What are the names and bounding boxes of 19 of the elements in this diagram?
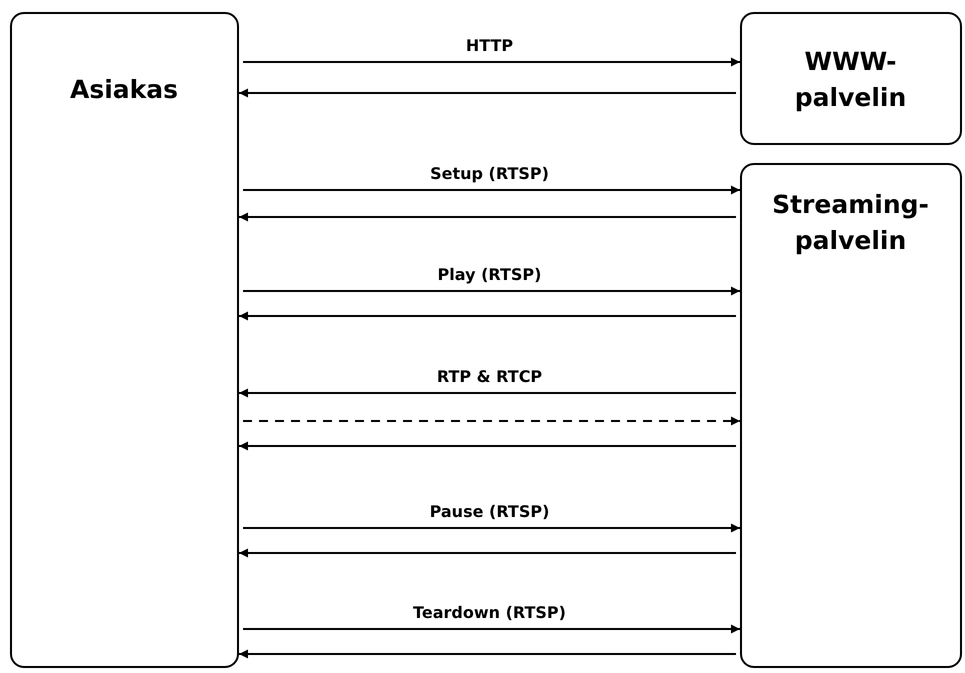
arrow (239, 312, 736, 320)
arrow (243, 286, 740, 296)
arrow (239, 212, 736, 222)
arrow (239, 88, 736, 98)
server-box (10, 12, 239, 668)
arrow (243, 624, 740, 634)
node-title: Streaming-palvelin (771, 189, 930, 257)
server-box (740, 163, 962, 668)
arrow (239, 650, 736, 658)
node-title: WWW-palvelin (794, 46, 908, 114)
arrow (243, 186, 740, 194)
arrow (239, 388, 736, 398)
arrow (243, 416, 740, 426)
arrow (239, 442, 736, 450)
arrow (243, 58, 740, 66)
arrow (239, 548, 736, 558)
node-title: Asiakas (68, 74, 180, 106)
arrow (243, 524, 740, 532)
server-box (740, 12, 962, 145)
